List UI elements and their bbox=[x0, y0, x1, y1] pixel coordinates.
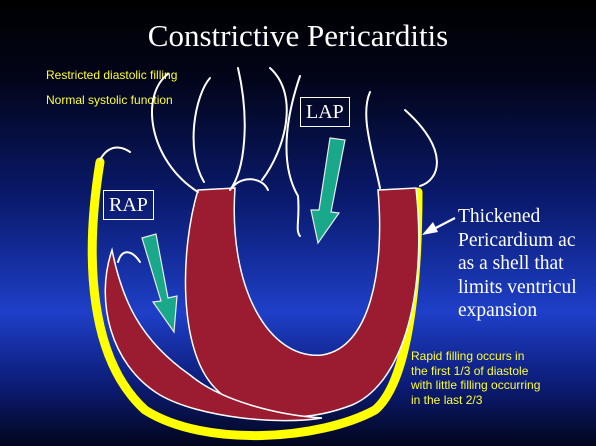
rap-arrow bbox=[142, 234, 177, 332]
pericardium-line: Pericardium ac bbox=[458, 229, 596, 253]
pericardium-line: as a shell that bbox=[458, 252, 596, 276]
pericardium-description: Thickened Pericardium ac as a shell that… bbox=[458, 205, 596, 323]
pericardium-line: expansion bbox=[458, 299, 596, 323]
rapid-filling-line: the first 1/3 of diastole bbox=[411, 364, 581, 379]
rapid-filling-line: in the last 2/3 bbox=[411, 393, 581, 408]
rapid-filling-line: with little filling occurring bbox=[411, 378, 581, 393]
pericardium-line: Thickened bbox=[458, 205, 596, 229]
myocardium-wall bbox=[185, 188, 418, 417]
rap-label: RAP bbox=[103, 190, 154, 220]
pericardium-line: limits ventricul bbox=[458, 276, 596, 300]
rapid-filling-line: Rapid filling occurs in bbox=[411, 349, 581, 364]
pericardium-pointer-head bbox=[422, 222, 438, 235]
lap-label: LAP bbox=[300, 97, 350, 127]
rapid-filling-note: Rapid filling occurs in the first 1/3 of… bbox=[411, 349, 581, 407]
lap-arrow bbox=[311, 138, 345, 243]
